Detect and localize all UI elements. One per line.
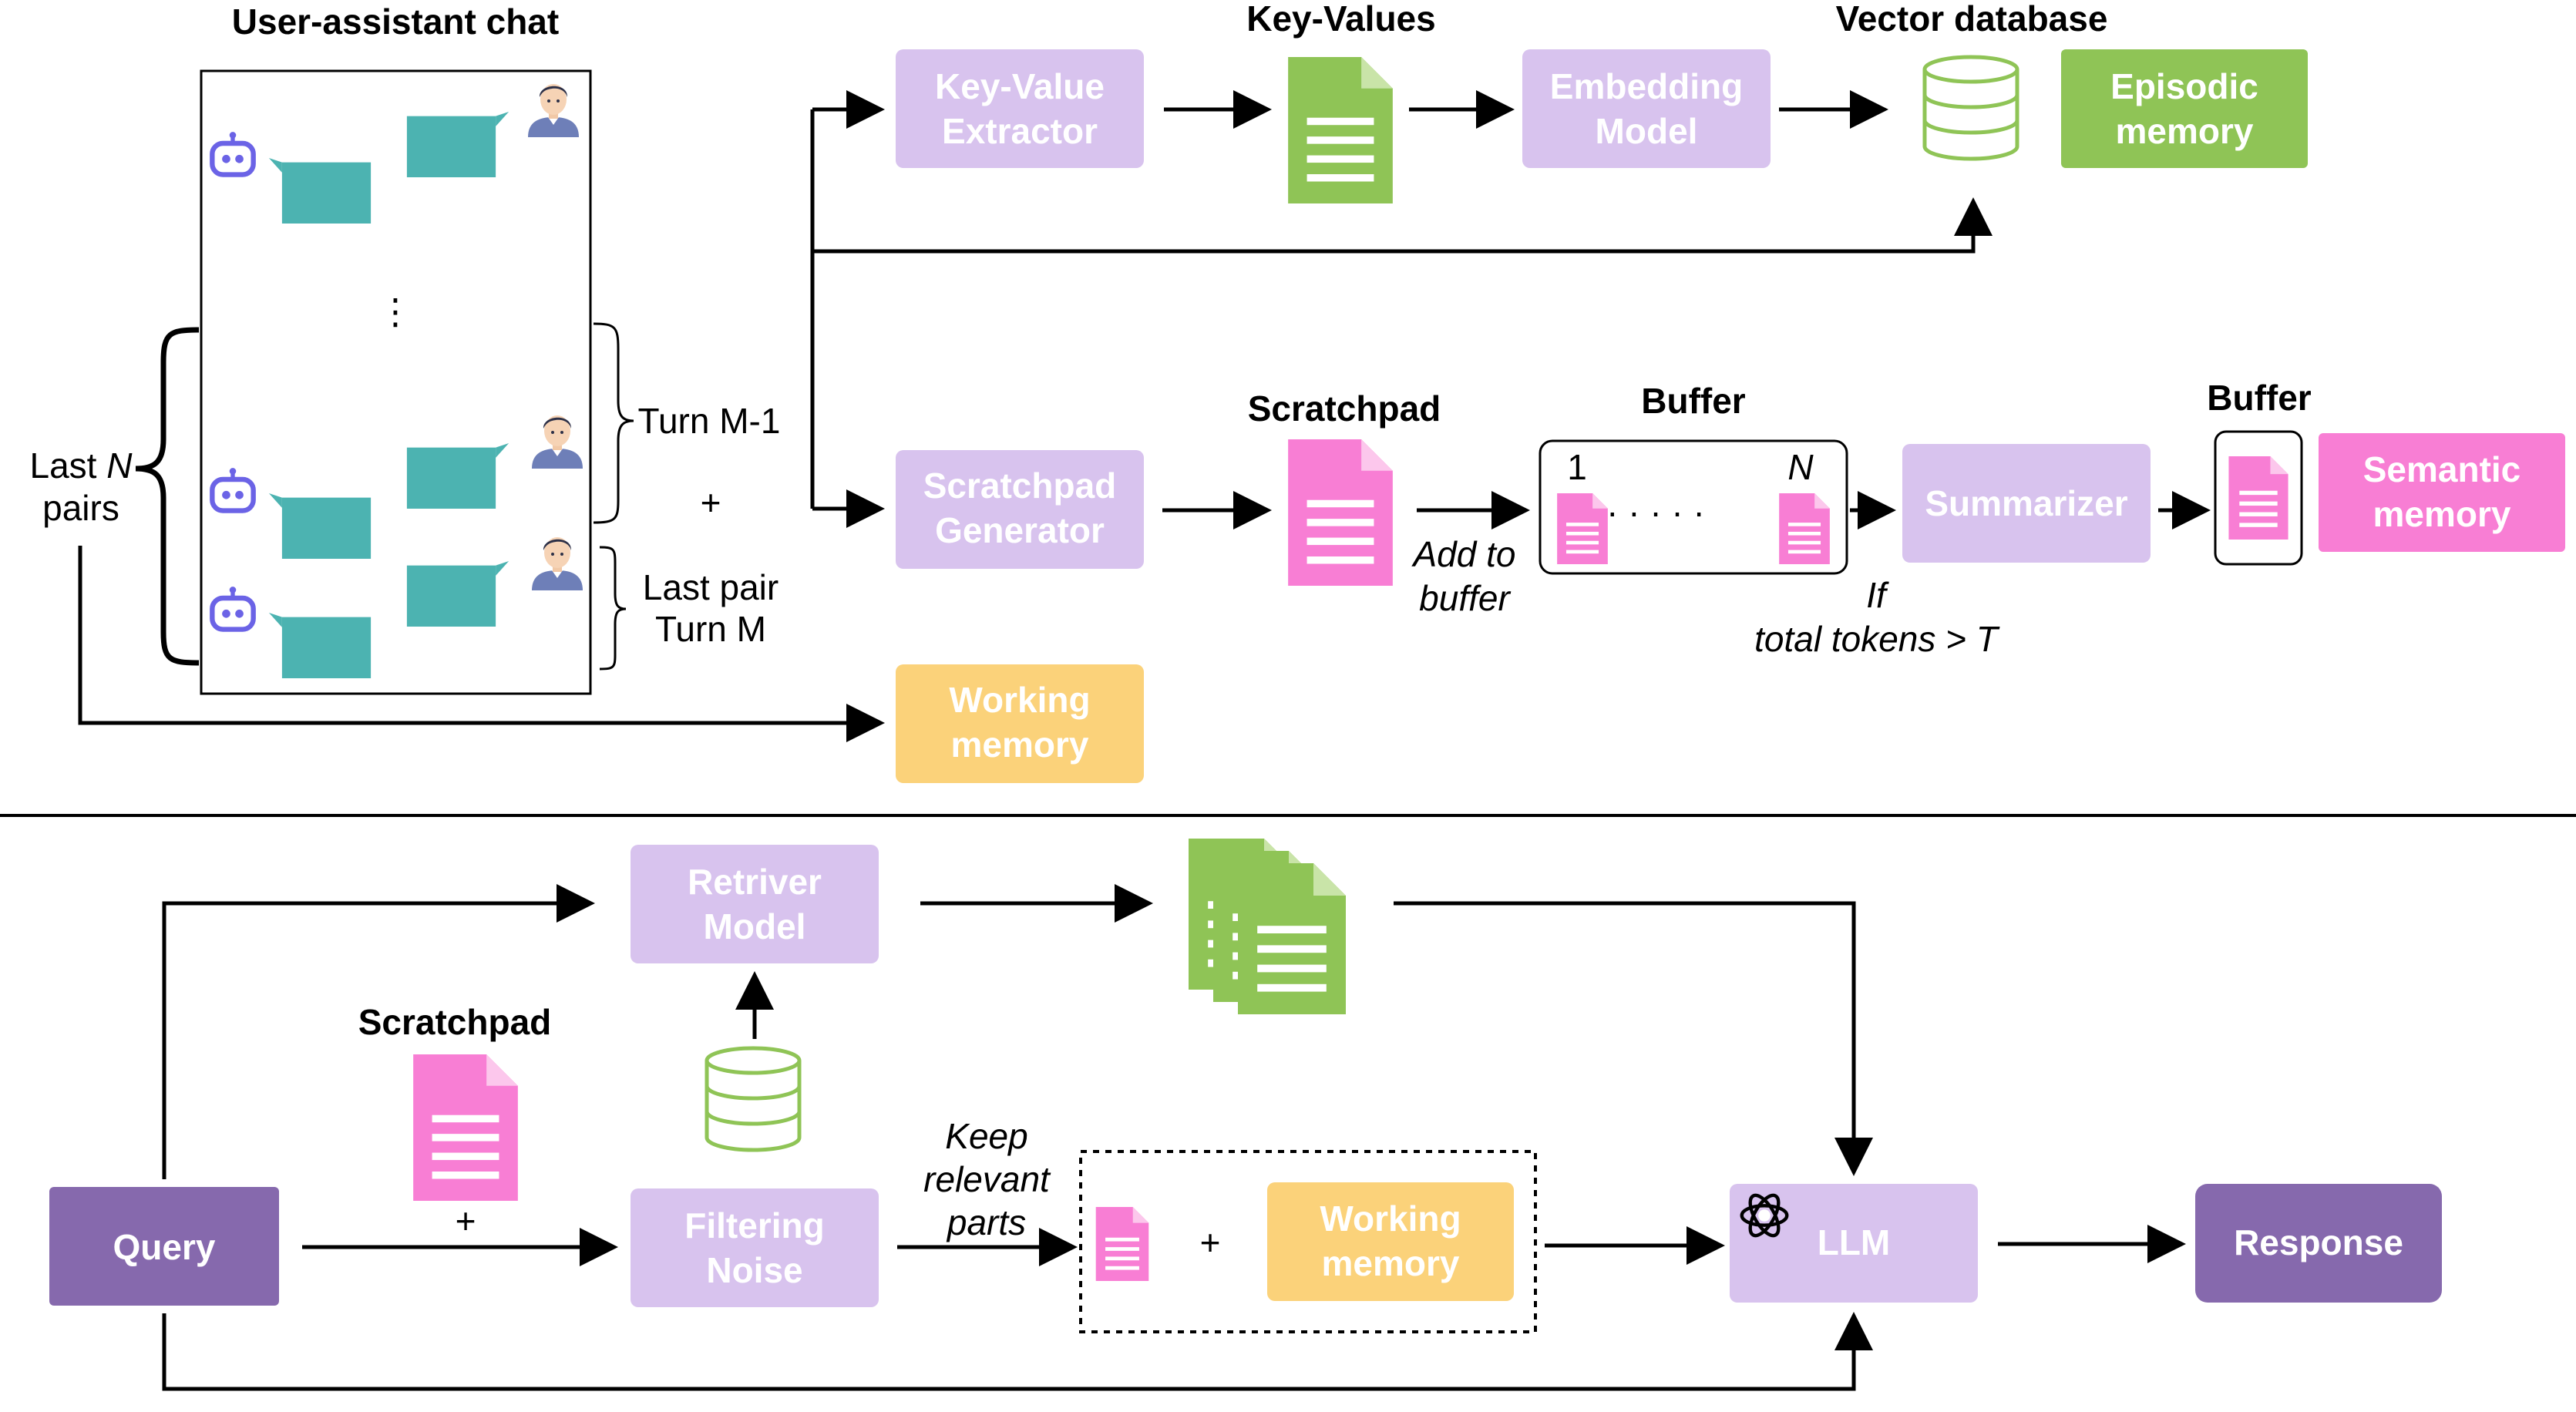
svg-text:memory: memory [2116,111,2254,151]
llm-box: LLM [1730,1184,1978,1303]
buffer-ellipsis: · · · · · [1606,492,1705,532]
key-values-heading: Key-Values [1246,0,1435,39]
scratchpad-generator-box: Scratchpad Generator [896,450,1144,569]
response-box: Response [2195,1184,2442,1303]
svg-text:Filtering: Filtering [684,1205,824,1246]
summary-buffer-container [2214,430,2303,566]
if-condition-label-line2: total tokens > T [1754,619,2000,659]
last-n-pairs-label: Last N [30,445,133,486]
svg-text:LLM: LLM [1818,1222,1891,1262]
retrieved-documents-stack [1189,839,1346,1014]
add-to-buffer-label: Add to [1411,534,1516,574]
buffer-document-icon [1557,493,1608,564]
buffer-first-index: 1 [1567,447,1587,487]
vector-database-heading: Vector database [1836,0,2108,39]
summary-document-icon [2228,456,2288,540]
svg-text:Summarizer: Summarizer [1925,483,2127,523]
turn-m1-label: Turn M-1 [638,401,781,441]
query-box: Query [49,1187,279,1306]
turn-m-brace [599,546,627,671]
if-condition-label: If [1866,575,1889,615]
turn-m-label: Turn M [655,609,766,649]
vector-database-icon [1925,57,2017,159]
last-n-pairs-label-line2: pairs [42,488,119,528]
assistant-message-bubble [268,493,372,559]
kv-extractor-box: Key-Value Extractor [896,49,1144,168]
add-to-buffer-label-line2: buffer [1419,578,1511,618]
retriever-model-box: Retriver Model [631,845,879,963]
last-n-pairs-brace [135,327,200,666]
svg-text:Query: Query [113,1227,216,1267]
semantic-memory-box: Semantic memory [2319,433,2565,552]
turn-m1-brace [593,322,634,524]
last-pair-label: Last pair [643,567,779,607]
svg-text:Working: Working [1320,1199,1461,1239]
scratchpad-heading-top: Scratchpad [1248,388,1441,429]
chat-ellipsis: ⋮ [378,291,413,331]
buffer-heading-mid: Buffer [1641,381,1746,421]
svg-text:Working: Working [949,680,1090,720]
scratchpad-document-icon [1288,439,1393,586]
svg-text:Episodic: Episodic [2110,66,2258,106]
keep-relevant-label-line2: relevant [923,1159,1051,1199]
svg-text:Model: Model [704,906,806,946]
svg-text:Semantic: Semantic [2363,449,2521,489]
buffer-document-icon [1779,493,1830,564]
user-message-bubble [406,112,509,177]
buffer-last-index: N [1787,447,1814,487]
svg-text:Noise: Noise [706,1250,802,1290]
filtered-scratchpad-icon [1095,1207,1149,1281]
svg-text:Extractor: Extractor [942,111,1098,151]
scratchpad-document-icon-bottom [413,1054,518,1201]
keep-relevant-label-line3: parts [946,1202,1026,1242]
buffer-heading-right: Buffer [2207,378,2312,418]
chat-heading: User-assistant chat [232,2,559,42]
plus-scratchpad: + [456,1201,476,1241]
svg-text:Generator: Generator [935,510,1105,550]
working-memory-box-bottom: Working memory [1267,1182,1514,1301]
top-connectors [78,90,2211,742]
svg-text:Key-Value: Key-Value [935,66,1105,106]
plus-working-memory: + [1200,1222,1221,1262]
filtering-noise-box: Filtering Noise [631,1188,879,1307]
embedding-model-box: Embedding Model [1522,49,1771,168]
svg-text:Embedding: Embedding [1550,66,1743,106]
scratchpad-heading-bottom: Scratchpad [358,1002,552,1042]
chat-panel: ⋮ [200,69,592,695]
buffer-container: 1 N · · · · · [1539,439,1848,575]
svg-text:Scratchpad: Scratchpad [923,466,1117,506]
plus-sign: + [701,482,721,523]
svg-text:Retriver: Retriver [688,862,822,902]
svg-text:memory: memory [1322,1243,1460,1283]
context-bundle: + Working memory [1079,1150,1537,1333]
user-message-bubble [406,561,509,627]
svg-text:Response: Response [2234,1222,2403,1262]
retrieved-document-icon [1238,863,1346,1014]
bottom-connectors [162,884,2186,1391]
summarizer-box: Summarizer [1902,444,2151,563]
user-message-bubble [406,443,509,509]
assistant-message-bubble [268,613,372,678]
working-memory-box-top: Working memory [896,664,1144,783]
key-values-document-icon [1288,57,1393,203]
retriever-database-icon [707,1048,799,1150]
svg-text:memory: memory [951,724,1089,765]
assistant-message-bubble [268,158,372,224]
keep-relevant-label: Keep [945,1116,1027,1156]
svg-text:memory: memory [2373,494,2511,534]
episodic-memory-box: Episodic memory [2061,49,2308,168]
svg-text:Model: Model [1596,111,1698,151]
